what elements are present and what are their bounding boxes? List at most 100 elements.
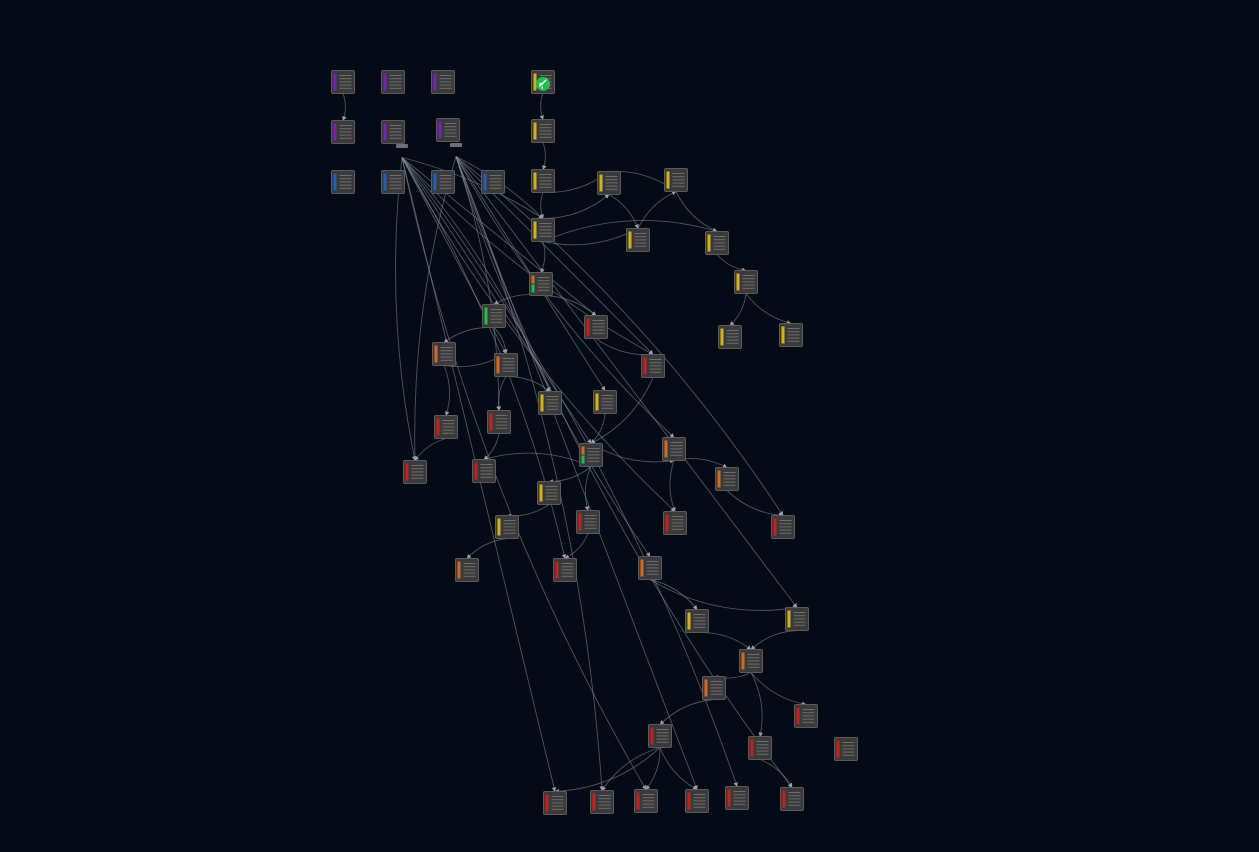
node-status-bar-secondary <box>581 455 585 464</box>
fan-edge-hub2-r4 <box>455 156 502 411</box>
node-status-bar <box>433 73 437 91</box>
graph-node-p4[interactable] <box>331 120 355 144</box>
graph-node-r10[interactable] <box>553 558 577 582</box>
graph-node-o6[interactable] <box>638 556 662 580</box>
node-layer <box>331 70 858 815</box>
graph-node-o7[interactable] <box>739 649 763 673</box>
graph-node-r8[interactable] <box>663 511 687 535</box>
graph-node-b4[interactable] <box>481 170 505 194</box>
node-status-bar <box>592 793 596 811</box>
node-status-bar <box>687 792 691 810</box>
graph-node-r12[interactable] <box>648 724 672 748</box>
graph-node-r1[interactable] <box>584 315 608 339</box>
graph-node-r14[interactable] <box>834 737 858 761</box>
edge-y6-y4 <box>637 191 677 229</box>
graph-node-y2[interactable] <box>531 169 555 193</box>
graph-node-r5[interactable] <box>403 460 427 484</box>
graph-node-y1[interactable] <box>531 119 555 143</box>
graph-node-y3[interactable] <box>597 171 621 195</box>
graph-node-p2[interactable] <box>381 70 405 94</box>
edge-r12-r15 <box>554 747 661 794</box>
edge-r12-r16 <box>601 747 661 791</box>
edge-o4-r9 <box>726 490 784 518</box>
node-status-bar <box>581 446 585 455</box>
graph-node-y5[interactable] <box>531 218 555 242</box>
hub-layer <box>396 143 462 148</box>
graph-node-m1[interactable] <box>529 272 553 296</box>
edge-m2-y13 <box>548 466 592 484</box>
edge-r12-r18 <box>659 747 698 790</box>
node-status-bar <box>796 707 800 725</box>
graph-node-r7[interactable] <box>576 510 600 534</box>
graph-node-y4[interactable] <box>664 168 688 192</box>
graph-node-y6[interactable] <box>626 228 650 252</box>
graph-node-b3[interactable] <box>431 170 455 194</box>
graph-node-g1[interactable] <box>482 304 506 328</box>
graph-node-r3[interactable] <box>434 415 458 439</box>
node-status-bar <box>436 418 440 436</box>
graph-node-o2[interactable] <box>494 353 518 377</box>
edge-m2-r7 <box>584 466 592 511</box>
graph-node-y14[interactable] <box>495 515 519 539</box>
node-status-bar <box>578 513 582 531</box>
graph-node-o4[interactable] <box>715 467 739 491</box>
graph-node-p1[interactable] <box>331 70 355 94</box>
graph-node-start[interactable] <box>531 70 555 94</box>
graph-node-r19[interactable] <box>725 786 749 810</box>
edge-y8-y9 <box>729 293 747 326</box>
graph-node-y15[interactable] <box>685 609 709 633</box>
edge-y15-o7 <box>696 632 752 650</box>
node-status-bar <box>720 328 724 346</box>
graph-node-y12[interactable] <box>593 390 617 414</box>
node-status-bar-secondary <box>531 284 535 293</box>
edge-y1-y2 <box>542 142 547 170</box>
node-status-bar <box>736 273 740 291</box>
graph-node-y9[interactable] <box>718 325 742 349</box>
edge-y5-y3 <box>542 194 610 219</box>
graph-node-o8[interactable] <box>702 676 726 700</box>
graph-node-r17[interactable] <box>634 789 658 813</box>
graph-node-y13[interactable] <box>537 481 561 505</box>
graph-node-b1[interactable] <box>331 170 355 194</box>
graph-node-p6[interactable] <box>436 118 460 142</box>
graph-node-o1[interactable] <box>432 342 456 366</box>
node-status-bar <box>750 739 754 757</box>
graph-node-r9[interactable] <box>771 515 795 539</box>
graph-node-p3[interactable] <box>431 70 455 94</box>
node-status-bar <box>489 413 493 431</box>
graph-node-r16[interactable] <box>590 790 614 814</box>
node-status-bar <box>539 484 543 502</box>
edge-r4-r6 <box>483 433 500 460</box>
node-status-bar <box>474 462 478 480</box>
graph-node-b2[interactable] <box>381 170 405 194</box>
graph-node-y7[interactable] <box>705 231 729 255</box>
node-status-bar <box>782 790 786 808</box>
graph-node-r13[interactable] <box>748 736 772 760</box>
node-status-bar <box>665 514 669 532</box>
edge-y7-y8 <box>716 254 747 273</box>
graph-node-r6[interactable] <box>472 459 496 483</box>
graph-node-p5[interactable] <box>381 120 405 144</box>
graph-node-y8[interactable] <box>734 270 758 294</box>
node-status-bar <box>533 122 537 140</box>
graph-node-m2[interactable] <box>579 443 603 467</box>
graph-node-o5[interactable] <box>455 558 479 582</box>
graph-node-y11[interactable] <box>538 391 562 415</box>
node-status-bar <box>717 470 721 488</box>
graph-node-r20[interactable] <box>780 787 804 811</box>
node-status-bar <box>586 318 590 336</box>
node-status-bar <box>333 73 337 91</box>
edge-o3-r8 <box>669 460 676 512</box>
edge-y4-y7 <box>675 191 718 232</box>
graph-node-r15[interactable] <box>543 791 567 815</box>
graph-node-r4[interactable] <box>487 410 511 434</box>
edge-y14-o5 <box>466 538 508 559</box>
graph-node-r18[interactable] <box>685 789 709 813</box>
graph-node-o3[interactable] <box>662 437 686 461</box>
fan-edge-hub1-r17 <box>401 157 647 790</box>
graph-node-r2[interactable] <box>641 354 665 378</box>
graph-node-y16[interactable] <box>785 607 809 631</box>
graph-node-y10[interactable] <box>779 323 803 347</box>
graph-node-r11[interactable] <box>794 704 818 728</box>
